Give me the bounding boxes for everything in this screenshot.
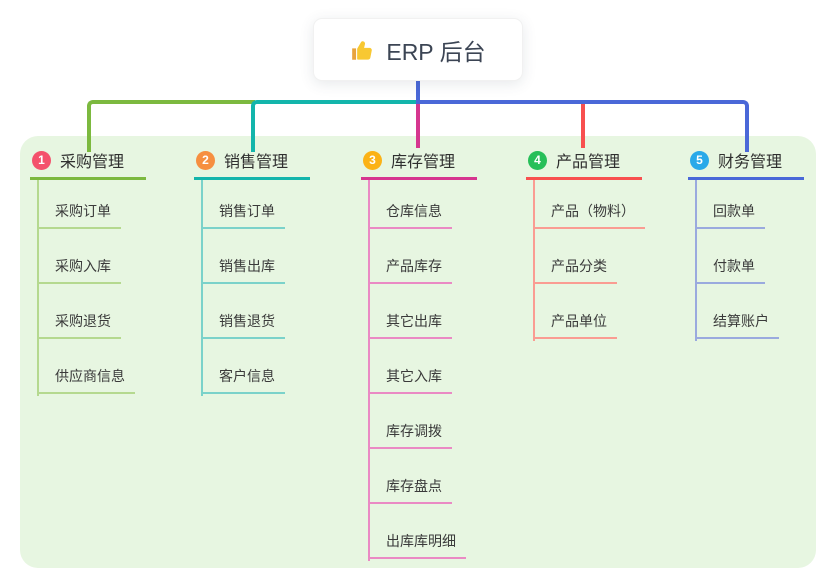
child-node[interactable]: 库存盘点	[368, 474, 452, 504]
child-node-label: 采购订单	[55, 203, 111, 219]
branch-node-3[interactable]: 3 库存管理	[361, 149, 477, 180]
branch-number-badge: 3	[363, 150, 382, 170]
child-node[interactable]: 产品单位	[533, 309, 617, 339]
child-node[interactable]: 供应商信息	[37, 364, 135, 394]
connector-branch-5	[418, 100, 749, 152]
child-node[interactable]: 产品（物料）	[533, 199, 645, 229]
connector-root-stem	[416, 80, 420, 104]
root-node-label: ERP 后台	[386, 38, 486, 65]
branch-node-5[interactable]: 5 财务管理	[688, 149, 804, 180]
child-node[interactable]: 付款单	[695, 254, 765, 284]
branch-trunk-line	[201, 180, 203, 396]
child-node-label: 产品分类	[551, 258, 607, 274]
child-node-label: 采购退货	[55, 313, 111, 329]
child-node-label: 产品库存	[386, 258, 442, 274]
thumbs-up-icon	[350, 37, 376, 63]
child-node[interactable]: 库存调拨	[368, 419, 452, 449]
branch-node-1[interactable]: 1 采购管理	[30, 149, 146, 180]
child-node-label: 回款单	[713, 203, 755, 219]
child-node-label: 结算账户	[713, 313, 769, 329]
branch-node-label: 财务管理	[718, 154, 783, 171]
child-node[interactable]: 产品分类	[533, 254, 617, 284]
child-node[interactable]: 回款单	[695, 199, 765, 229]
connector-branch-4	[581, 104, 585, 148]
branch-node-4[interactable]: 4 产品管理	[526, 149, 642, 180]
connector-branch-3	[416, 104, 420, 148]
branch-trunk-line	[533, 180, 535, 341]
child-node-label: 销售退货	[219, 313, 275, 329]
branch-node-2[interactable]: 2 销售管理	[194, 149, 310, 180]
child-node[interactable]: 产品库存	[368, 254, 452, 284]
child-node[interactable]: 销售退货	[201, 309, 285, 339]
child-node-label: 产品单位	[551, 313, 607, 329]
child-node-label: 出库库明细	[386, 533, 456, 549]
branch-trunk-line	[368, 180, 370, 561]
child-node-label: 产品（物料）	[551, 203, 635, 219]
branch-trunk-line	[695, 180, 697, 341]
branch-trunk-line	[37, 180, 39, 396]
child-node[interactable]: 出库库明细	[368, 529, 466, 559]
connector-branch-1	[87, 100, 255, 152]
child-node-label: 销售出库	[219, 258, 275, 274]
child-node[interactable]: 采购入库	[37, 254, 121, 284]
child-node-label: 库存盘点	[386, 478, 442, 494]
child-node[interactable]: 其它出库	[368, 309, 452, 339]
branch-node-label: 产品管理	[556, 154, 621, 171]
branch-number-badge: 4	[528, 150, 547, 170]
branch-node-label: 采购管理	[60, 154, 125, 171]
child-node[interactable]: 采购退货	[37, 309, 121, 339]
child-node-label: 其它出库	[386, 313, 442, 329]
child-node-label: 客户信息	[219, 368, 275, 384]
child-node[interactable]: 仓库信息	[368, 199, 452, 229]
child-node-label: 销售订单	[219, 203, 275, 219]
child-node[interactable]: 其它入库	[368, 364, 452, 394]
branch-node-label: 销售管理	[224, 154, 289, 171]
branches-panel	[20, 136, 816, 568]
branch-node-label: 库存管理	[391, 154, 456, 171]
child-node[interactable]: 客户信息	[201, 364, 285, 394]
child-node-label: 库存调拨	[386, 423, 442, 439]
child-node-label: 付款单	[713, 258, 755, 274]
child-node[interactable]: 销售出库	[201, 254, 285, 284]
branch-number-badge: 5	[690, 150, 709, 170]
branch-number-badge: 1	[32, 150, 51, 170]
child-node[interactable]: 结算账户	[695, 309, 779, 339]
child-node-label: 供应商信息	[55, 368, 125, 384]
root-node[interactable]: ERP 后台	[313, 18, 523, 81]
child-node-label: 仓库信息	[386, 203, 442, 219]
child-node-label: 采购入库	[55, 258, 111, 274]
child-node[interactable]: 销售订单	[201, 199, 285, 229]
connector-branch-2	[251, 100, 422, 152]
branch-number-badge: 2	[196, 150, 215, 170]
child-node-label: 其它入库	[386, 368, 442, 384]
child-node[interactable]: 采购订单	[37, 199, 121, 229]
